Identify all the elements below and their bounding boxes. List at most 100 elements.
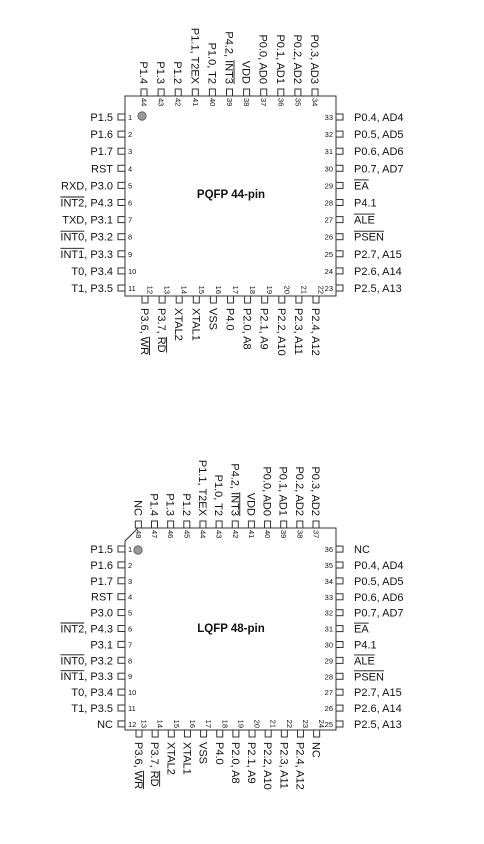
pin-pad <box>208 88 216 97</box>
pin-pad <box>117 284 126 292</box>
pin-number: 40 <box>263 530 272 538</box>
pin-number: 9 <box>128 672 132 681</box>
pin-label: P1.3 <box>164 493 176 516</box>
pin-label: P2.4, A12 <box>309 308 321 356</box>
pin-label: INT2, P4.3 <box>60 624 113 636</box>
pin-label: P2.2, A10 <box>261 742 273 790</box>
pin-label: P2.1, A9 <box>245 742 257 784</box>
pin-pad <box>117 561 126 569</box>
pin-label: T1, P3.5 <box>71 703 113 715</box>
pin-pad <box>117 181 126 189</box>
package-lqfp-48-pin: LQFP 48-pin1P1.52P1.63P1.74RST5P3.06INT2… <box>60 460 403 790</box>
pin-number: 28 <box>325 199 333 208</box>
pin-label: NC <box>131 500 143 516</box>
pin1-marker-dot <box>137 111 147 121</box>
pin-pad <box>157 88 165 97</box>
pin-label: T0, P3.4 <box>71 266 113 278</box>
pin-number: 18 <box>220 720 229 728</box>
pin-pad <box>192 295 200 304</box>
pin-label: P0.2, AD2 <box>293 466 305 516</box>
pin-label: P1.2 <box>180 493 192 516</box>
pin-number: 2 <box>128 130 132 139</box>
pin-number: 19 <box>265 286 274 294</box>
pin-number: 23 <box>325 284 333 293</box>
pin-label: P2.4, A12 <box>294 742 306 790</box>
pin-number: 21 <box>299 286 308 294</box>
pin-label: P2.3, A11 <box>292 308 304 355</box>
pin-pad <box>335 641 344 648</box>
pin-label: P0.2, AD2 <box>291 34 303 84</box>
pin-label: P4.2, INT3 <box>228 463 240 516</box>
pin-pad <box>117 216 126 224</box>
pin-number: 20 <box>253 720 262 728</box>
pin-number: 35 <box>325 561 333 570</box>
pin-pad <box>117 640 126 648</box>
pin-pad <box>117 672 126 680</box>
pin-7: 7P3.1 <box>90 639 132 651</box>
pin-pad <box>183 520 191 529</box>
pin-pad <box>335 267 344 275</box>
pin-pad <box>215 520 223 529</box>
pin-label: P0.1, AD1 <box>277 466 289 516</box>
pin-number: 42 <box>231 530 240 538</box>
pin-number: 5 <box>128 181 132 190</box>
pin-number: 34 <box>311 98 320 106</box>
pin-number: 43 <box>157 98 166 106</box>
pin-number: 41 <box>191 98 200 106</box>
pin-number: 26 <box>325 704 333 713</box>
pin-pad <box>117 250 126 258</box>
pin-number: 41 <box>247 530 256 538</box>
pin-label: NC <box>310 742 322 758</box>
pin-number: 22 <box>317 286 326 294</box>
pin-label: P4.2, INT3 <box>223 31 235 84</box>
pin-number: 44 <box>140 98 149 106</box>
pin-label: P0.3, AD2 <box>309 466 321 516</box>
pin-label: EA <box>354 624 369 636</box>
pin-number: 28 <box>325 672 333 681</box>
pin-pad <box>335 609 344 617</box>
pin-label: P2.2, A10 <box>275 308 287 356</box>
pin-pad <box>117 164 126 172</box>
pin-label: RXD, P3.0 <box>61 180 113 192</box>
pin-label: VSS <box>206 308 218 330</box>
pin-pad <box>313 729 321 738</box>
pin-pad <box>335 199 344 206</box>
pin-number: 32 <box>325 130 333 139</box>
pin-pad <box>278 295 286 304</box>
pin-number: 2 <box>128 561 132 570</box>
pin-pad <box>199 520 207 529</box>
pin-pad <box>261 295 269 304</box>
pin-number: 36 <box>276 98 285 106</box>
pin-label: P0.5, AD5 <box>354 576 404 588</box>
pin-number: 10 <box>128 267 136 276</box>
pin-pad <box>200 729 208 738</box>
pin-number: 23 <box>301 720 310 728</box>
pin-label: P2.3, A11 <box>277 742 289 789</box>
pin-number: 7 <box>128 216 132 225</box>
pin-pad <box>135 729 143 738</box>
pin-number: 32 <box>325 609 333 618</box>
pin-label: EA <box>354 180 369 192</box>
pin-number: 38 <box>295 530 304 538</box>
pin-pad <box>335 250 344 258</box>
